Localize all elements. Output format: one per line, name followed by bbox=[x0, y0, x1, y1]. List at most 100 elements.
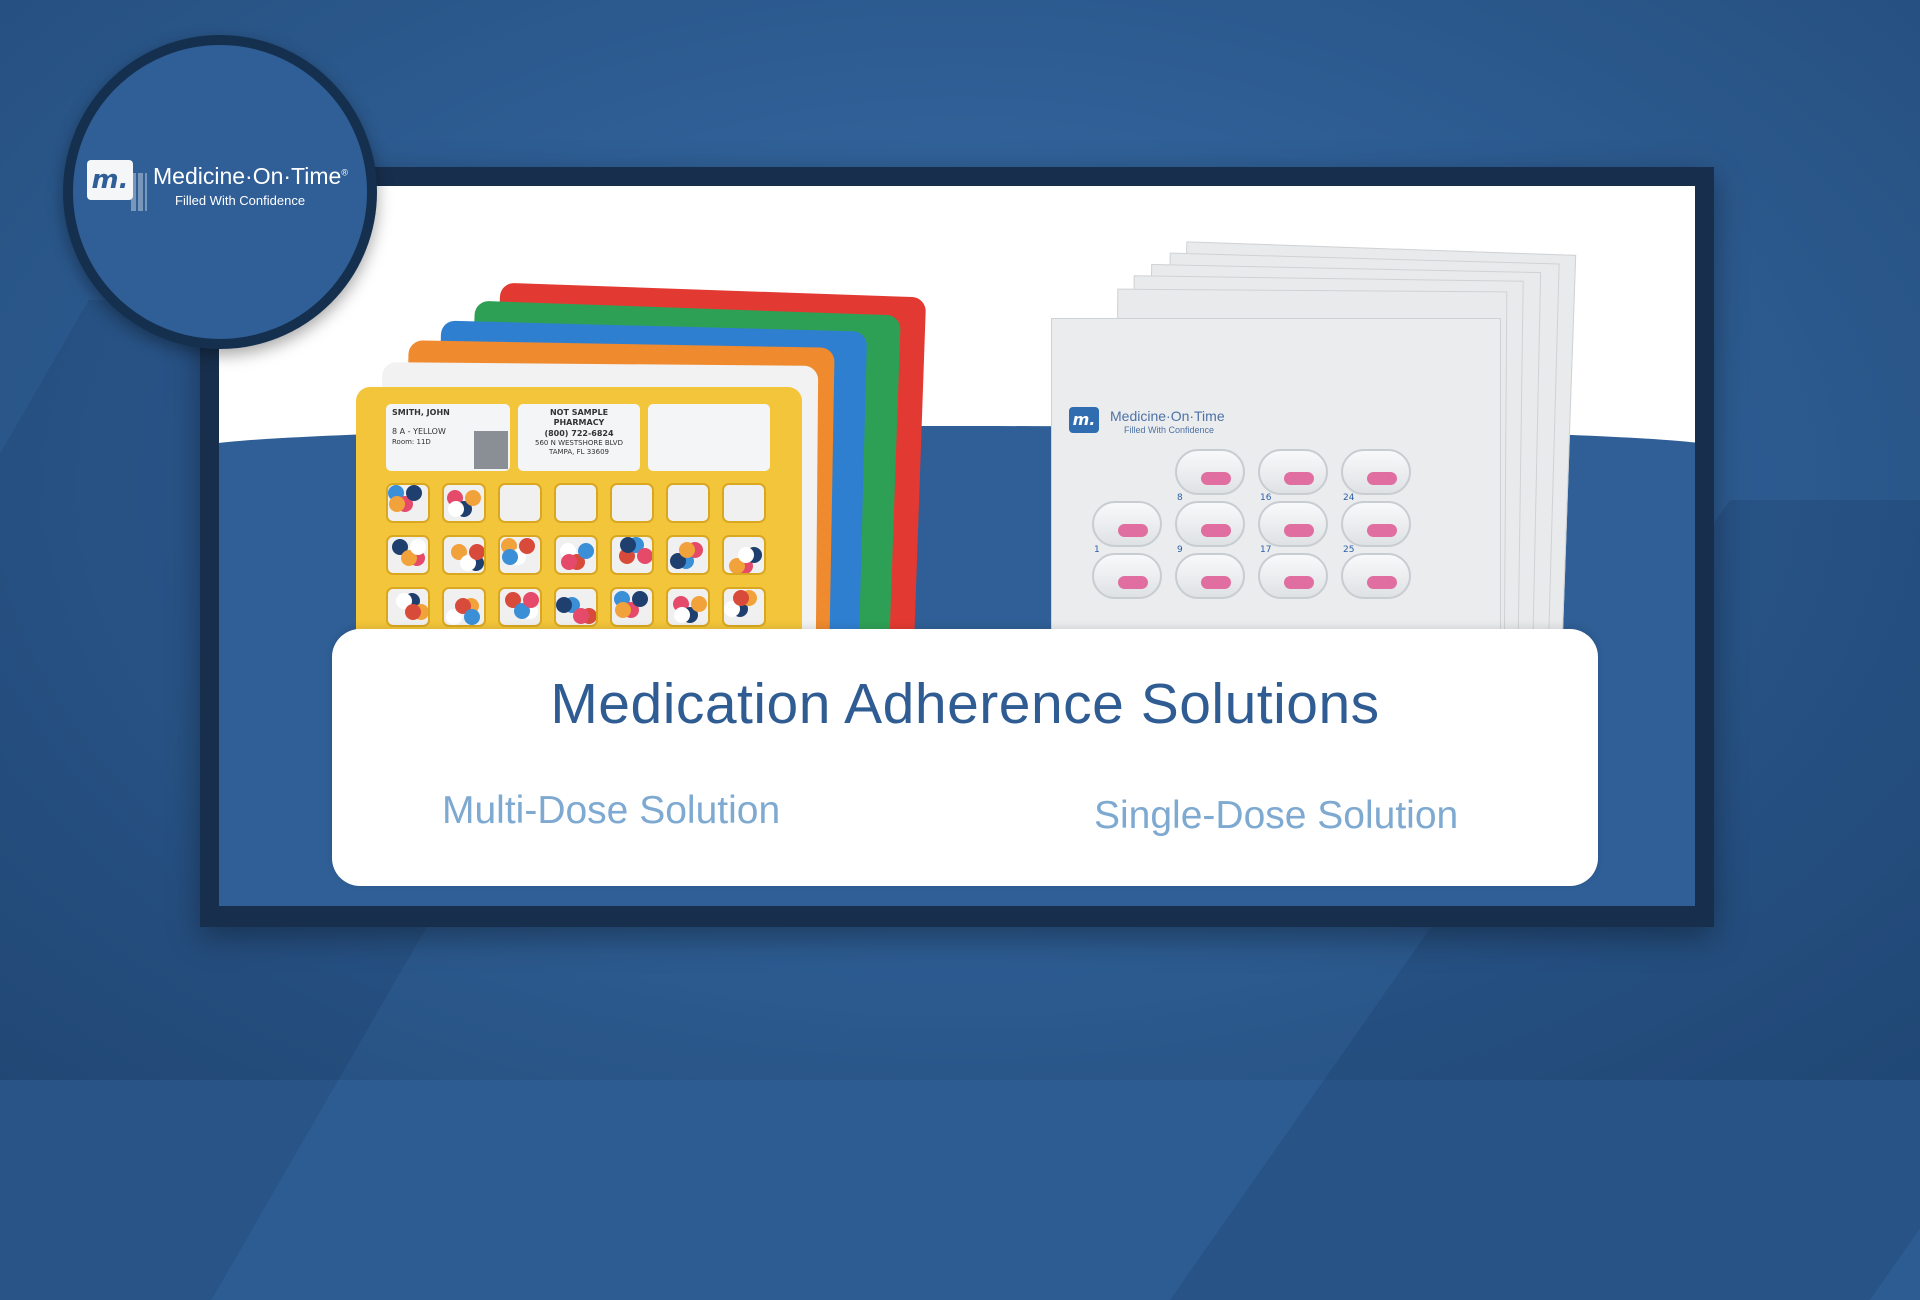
pill bbox=[502, 549, 518, 565]
pill bbox=[1367, 524, 1397, 537]
logo-grid-icon bbox=[131, 173, 147, 211]
pill-cell bbox=[554, 535, 598, 575]
pill bbox=[1118, 576, 1148, 589]
blister bbox=[1092, 553, 1162, 599]
blister-number: 1 bbox=[1094, 545, 1100, 555]
patient-photo bbox=[474, 431, 508, 469]
patient-room: Room: 11D bbox=[392, 437, 431, 446]
pill-cell bbox=[386, 587, 430, 627]
pill bbox=[738, 547, 754, 563]
pill bbox=[514, 603, 530, 619]
pharmacy-address: 560 N WESTSHORE BLVD bbox=[535, 439, 623, 448]
multi-dose-label[interactable]: Multi-Dose Solution bbox=[442, 789, 781, 832]
brand-tagline: Filled With Confidence bbox=[175, 193, 306, 208]
pill bbox=[1284, 576, 1314, 589]
pill bbox=[519, 538, 535, 554]
pharmacy-label: NOT SAMPLE PHARMACY (800) 722-6824 560 N… bbox=[518, 404, 640, 471]
pill bbox=[460, 555, 476, 571]
pill bbox=[1201, 472, 1231, 485]
brand-name: Medicine·On·Time® bbox=[153, 163, 348, 189]
pill bbox=[410, 539, 426, 555]
blister bbox=[1341, 553, 1411, 599]
sheet-brand-name: Medicine·On·Time bbox=[1110, 408, 1225, 424]
pill bbox=[465, 490, 481, 506]
pill bbox=[405, 604, 421, 620]
logo-mark-icon: m. bbox=[87, 160, 133, 200]
blister bbox=[1175, 449, 1245, 495]
pill bbox=[615, 602, 631, 618]
pill bbox=[670, 553, 686, 569]
pill bbox=[733, 590, 749, 606]
pill bbox=[446, 609, 462, 625]
pill-cell bbox=[722, 483, 766, 523]
blister bbox=[1092, 501, 1162, 547]
pill-cell bbox=[386, 483, 430, 523]
pill-cell bbox=[722, 535, 766, 575]
pill bbox=[401, 550, 417, 566]
pill bbox=[556, 597, 572, 613]
blister-number: 17 bbox=[1260, 545, 1272, 555]
blister-number: 24 bbox=[1343, 493, 1355, 503]
pill bbox=[1201, 524, 1231, 537]
product-image-panel: SMITH, JOHN 8 A - YELLOW Room: 11D NOT S… bbox=[219, 186, 1695, 906]
pill-cell bbox=[442, 535, 486, 575]
pill-cell bbox=[554, 483, 598, 523]
pill bbox=[632, 591, 648, 607]
blister-number: 25 bbox=[1343, 545, 1355, 555]
pill-cell bbox=[666, 535, 710, 575]
pharmacy-name: NOT SAMPLE PHARMACY bbox=[549, 408, 609, 428]
pill bbox=[1284, 472, 1314, 485]
patient-name: SMITH, JOHN bbox=[392, 408, 450, 417]
blister bbox=[1175, 553, 1245, 599]
tray-yellow: SMITH, JOHN 8 A - YELLOW Room: 11D NOT S… bbox=[356, 387, 802, 647]
pill bbox=[406, 485, 422, 501]
page-title: Medication Adherence Solutions bbox=[550, 672, 1380, 736]
pill-cell bbox=[498, 535, 542, 575]
pill-cell bbox=[386, 535, 430, 575]
pill bbox=[1118, 524, 1148, 537]
single-dose-label[interactable]: Single-Dose Solution bbox=[1094, 794, 1459, 837]
blister-number: 9 bbox=[1177, 545, 1183, 555]
pill-cell bbox=[442, 483, 486, 523]
pill bbox=[469, 544, 484, 560]
pill bbox=[620, 537, 636, 553]
pill bbox=[448, 501, 464, 517]
pharmacy-phone: (800) 722-6824 bbox=[544, 428, 614, 438]
pill-cell bbox=[498, 483, 542, 523]
blister-number: 16 bbox=[1260, 493, 1272, 503]
pharmacy-city: TAMPA, FL 33609 bbox=[549, 448, 609, 457]
pill-cell bbox=[610, 535, 654, 575]
blister bbox=[1341, 501, 1411, 547]
pill bbox=[1284, 524, 1314, 537]
pill-cell bbox=[722, 587, 766, 627]
blister-number: 8 bbox=[1177, 493, 1183, 503]
sheet-brand-tagline: Filled With Confidence bbox=[1124, 425, 1215, 435]
patient-pass: 8 A - YELLOW bbox=[392, 427, 446, 437]
pill-cell bbox=[610, 587, 654, 627]
pill bbox=[578, 543, 594, 559]
blister bbox=[1341, 449, 1411, 495]
pill bbox=[724, 601, 740, 617]
pill-cell bbox=[554, 587, 598, 627]
pill bbox=[523, 592, 539, 608]
pill bbox=[573, 608, 589, 624]
pill bbox=[637, 548, 652, 564]
blister bbox=[1258, 501, 1328, 547]
pill bbox=[691, 596, 707, 612]
patient-label: SMITH, JOHN 8 A - YELLOW Room: 11D bbox=[386, 404, 510, 471]
front-sheet: m. Medicine·On·Time Filled With Confiden… bbox=[1051, 318, 1501, 678]
medication-list-label bbox=[648, 404, 770, 471]
pill bbox=[1367, 472, 1397, 485]
blister bbox=[1175, 501, 1245, 547]
pill-cell bbox=[442, 587, 486, 627]
pill bbox=[674, 607, 690, 623]
pill bbox=[389, 496, 405, 512]
pill-cell bbox=[610, 483, 654, 523]
blister bbox=[1258, 449, 1328, 495]
brand-logo-badge: m. Medicine·On·Time® Filled With Confide… bbox=[63, 35, 377, 349]
pill-cell bbox=[666, 483, 710, 523]
blister bbox=[1258, 553, 1328, 599]
sheet-logo-mark: m. bbox=[1069, 407, 1099, 433]
pill bbox=[1367, 576, 1397, 589]
pill bbox=[1201, 576, 1231, 589]
